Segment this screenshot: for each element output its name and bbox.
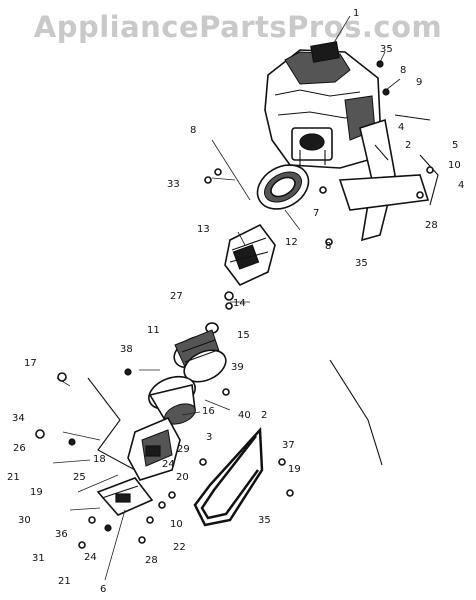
callout-label: 40	[238, 410, 251, 421]
callout-label: 29	[177, 444, 190, 455]
callout-label: 19	[30, 487, 43, 498]
callout-label: 31	[32, 553, 45, 564]
callout-label: 30	[18, 515, 31, 526]
callout-label: 3	[206, 432, 212, 443]
callout-label: 2	[405, 140, 411, 151]
callout-label: 8	[400, 65, 406, 76]
callout-label: 35	[355, 258, 368, 269]
callout-label: 35	[380, 44, 393, 55]
callout-label: 1	[353, 8, 359, 19]
callout-labels: 1 35 8 9 4 8 2 5 10 4 33 7 28 12 8 35 13…	[7, 8, 464, 595]
callout-label: 19	[288, 464, 301, 475]
callout-label: 24	[162, 459, 175, 470]
belt-drum	[148, 375, 196, 425]
drive-belt	[193, 426, 264, 527]
callout-label: 10	[170, 519, 183, 530]
callout-label: 24	[84, 552, 97, 563]
callout-label: 5	[452, 140, 458, 151]
callout-label: 28	[425, 220, 438, 231]
callout-label: 35	[258, 515, 271, 526]
callout-label: 21	[7, 472, 20, 483]
callout-label: 11	[147, 325, 160, 336]
callout-label: 9	[416, 77, 422, 88]
mounting-bracket	[338, 118, 430, 242]
callout-label: 34	[12, 413, 25, 424]
callout-label: 36	[55, 529, 68, 540]
callout-label: 15	[237, 330, 250, 341]
callout-label: 8	[190, 125, 196, 136]
callout-label: 28	[145, 555, 158, 566]
callout-label: 37	[282, 440, 295, 451]
callout-label: 26	[13, 443, 26, 454]
callout-label: 38	[120, 344, 133, 355]
callout-label: 4	[458, 180, 464, 191]
linkage-rods	[87, 114, 439, 471]
callout-label: 33	[167, 179, 180, 190]
callout-label: 4	[398, 122, 404, 133]
clutch-assembly	[224, 223, 276, 286]
callout-label: 14	[233, 298, 246, 309]
callout-label: 8	[325, 241, 331, 252]
watermark: AppliancePartsPros.com	[33, 10, 443, 44]
drive-drum	[173, 329, 227, 383]
callout-label: 39	[231, 362, 244, 373]
auger-housing	[127, 416, 181, 481]
leader-lines	[52, 15, 401, 581]
engine	[264, 41, 381, 169]
callout-label: 18	[93, 454, 106, 465]
callout-label: 17	[24, 358, 37, 369]
callout-label: 10	[448, 160, 461, 171]
callout-label: 25	[73, 472, 86, 483]
callout-label: 7	[313, 208, 319, 219]
callout-label: 12	[285, 237, 298, 248]
callout-label: 16	[202, 406, 215, 417]
callout-label: 13	[197, 224, 210, 235]
fasteners	[35, 60, 434, 549]
pulley-ring	[256, 164, 310, 210]
washers	[205, 291, 234, 334]
base-plate	[96, 477, 154, 516]
callout-label: 21	[58, 576, 71, 587]
callout-label: 2	[261, 410, 267, 421]
callout-label: 6	[100, 584, 106, 595]
callout-label: 22	[173, 542, 186, 553]
callout-label: 27	[170, 291, 183, 302]
callout-label: 20	[176, 472, 189, 483]
